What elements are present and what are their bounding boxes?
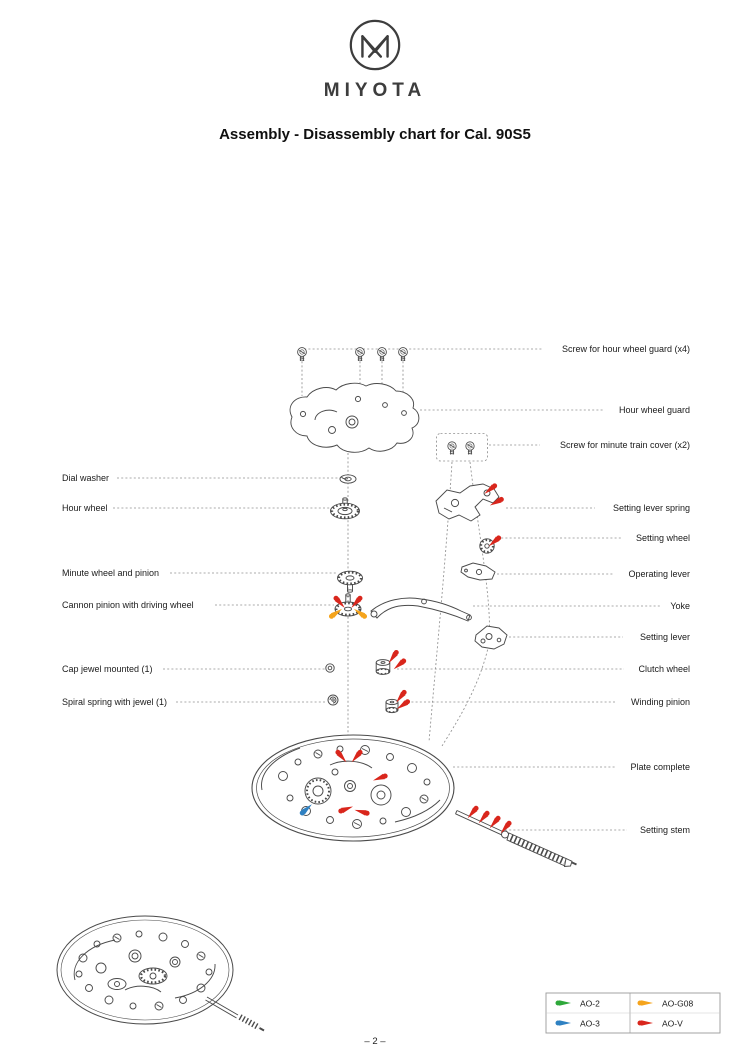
legend-label-ao-3: AO-3 (580, 1019, 600, 1029)
part-setting-wheel (479, 538, 495, 554)
part-setting-lever-spring (435, 483, 500, 522)
label-plate-complete: Plate complete (630, 762, 690, 772)
label-winding-pinion: Winding pinion (631, 697, 690, 707)
label-screw-hour-wheel-guard: Screw for hour wheel guard (x4) (562, 344, 690, 354)
part-hour-wheel (330, 497, 360, 520)
brand-name: MIYOTA (323, 80, 427, 101)
part-screws-minute-train-cover (447, 441, 475, 455)
part-setting-stem (455, 810, 577, 868)
part-cap-jewel (325, 663, 335, 673)
miyota-logo: MIYOTA (0, 16, 750, 102)
part-clutch-wheel (375, 659, 391, 675)
part-plate-complete (251, 734, 455, 842)
miyota-logo-mark-icon (349, 19, 401, 71)
part-dial-washer (339, 474, 357, 484)
label-screw-minute-train-cover: Screw for minute train cover (x2) (560, 440, 690, 450)
label-cannon-pinion: Cannon pinion with driving wheel (62, 600, 194, 610)
label-dial-washer: Dial washer (62, 473, 109, 483)
legend-label-ao-2: AO-2 (580, 999, 600, 1009)
oil-legend: AO-2 AO-G08 AO-3 AO-V (545, 992, 721, 1034)
label-minute-wheel-and-pinion: Minute wheel and pinion (62, 568, 159, 578)
oil-arrow-ao-v (391, 657, 408, 672)
label-setting-wheel: Setting wheel (636, 533, 690, 543)
part-minute-wheel-and-pinion (337, 570, 363, 593)
label-cap-jewel: Cap jewel mounted (1) (62, 664, 153, 674)
label-spiral-spring: Spiral spring with jewel (1) (62, 697, 167, 707)
legend-label-ao-v: AO-V (662, 1019, 683, 1029)
part-setting-lever (474, 625, 508, 650)
leader-lines (113, 348, 662, 831)
parts (56, 347, 577, 1032)
part-hour-wheel-guard (289, 382, 420, 453)
label-operating-lever: Operating lever (628, 569, 690, 579)
part-screws-hour-wheel-guard (297, 347, 408, 362)
part-operating-lever (460, 562, 496, 581)
label-setting-lever: Setting lever (640, 632, 690, 642)
label-setting-lever-spring: Setting lever spring (613, 503, 690, 513)
part-winding-pinion (385, 698, 399, 714)
part-yoke (370, 597, 472, 622)
page-title: Assembly - Disassembly chart for Cal. 90… (219, 126, 531, 143)
label-hour-wheel: Hour wheel (62, 503, 108, 513)
label-hour-wheel-guard: Hour wheel guard (619, 405, 690, 415)
assembled-movement (56, 915, 265, 1032)
legend-label-ao-g08: AO-G08 (662, 999, 693, 1009)
label-setting-stem: Setting stem (640, 825, 690, 835)
page-number: – 2 – (364, 1036, 386, 1047)
part-spiral-spring-with-jewel (327, 694, 339, 706)
part-labels: Screw for hour wheel guard (x4) Hour whe… (62, 344, 690, 835)
label-clutch-wheel: Clutch wheel (638, 664, 690, 674)
label-yoke: Yoke (670, 601, 690, 611)
